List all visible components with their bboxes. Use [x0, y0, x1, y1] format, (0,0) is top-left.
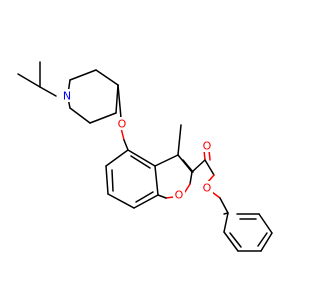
bond: [69, 69, 97, 81]
bond: [184, 183, 191, 193]
bond: [115, 84, 119, 114]
bond: [105, 149, 129, 167]
bond: [191, 159, 206, 173]
bond: [123, 139, 129, 151]
ring-oxygen-atom: O: [173, 188, 185, 202]
bond: [260, 232, 273, 252]
benzofuran-furan-ring: [154, 154, 194, 199]
bond: [177, 124, 182, 156]
benzofuran-benzene-ring: [105, 149, 159, 209]
bond: [17, 73, 41, 88]
bond: [211, 191, 221, 199]
bond: [189, 171, 193, 185]
bond: [107, 193, 135, 209]
nitrogen-atom: N: [61, 89, 73, 103]
bond: [154, 165, 159, 196]
bond: [223, 212, 229, 233]
bond: [204, 159, 215, 176]
isopropyl-group: [17, 61, 57, 97]
bond: [157, 194, 167, 199]
bond: [105, 165, 109, 195]
nitrogen-label: N: [63, 90, 71, 103]
bond: [229, 232, 242, 248]
bond: [257, 232, 268, 247]
bond: [165, 196, 175, 199]
bond: [89, 112, 117, 124]
carbonyl-oxygen-label: O: [203, 140, 212, 153]
ester-oxygen-label: O: [203, 182, 212, 195]
bond: [182, 159, 194, 173]
phenyl-ring: [223, 212, 273, 252]
bond: [39, 86, 57, 97]
bond: [127, 149, 156, 167]
ether-oxygen-label: O: [118, 118, 127, 131]
bond: [219, 197, 229, 214]
bond: [223, 231, 239, 252]
ether-oxygen-atom: O: [116, 117, 128, 131]
molecule-structure: N O O O O: [17, 61, 273, 252]
bond: [133, 194, 159, 209]
bond: [111, 169, 114, 192]
bond: [69, 107, 91, 124]
bond: [135, 191, 154, 203]
piperidine-ring: [67, 69, 119, 124]
carbonyl-oxygen-atom: O: [201, 139, 213, 153]
bond: [130, 155, 151, 169]
atom-labels: N O O O O: [61, 89, 213, 202]
bond: [258, 213, 273, 234]
ring-oxygen-label: O: [175, 189, 184, 202]
bond: [117, 84, 122, 119]
ester-oxygen-atom: O: [201, 181, 213, 195]
bond: [95, 69, 119, 86]
bond: [154, 154, 179, 167]
